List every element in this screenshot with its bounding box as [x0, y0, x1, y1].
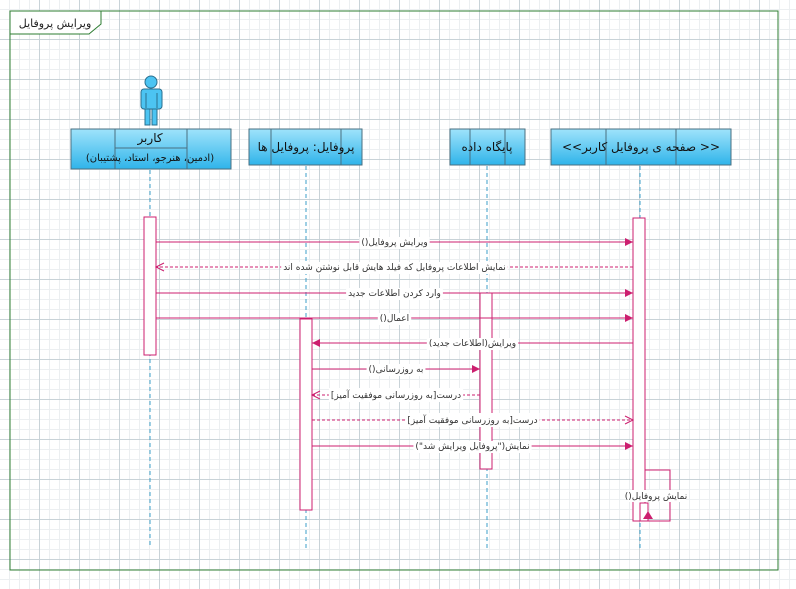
message-2-arrowhead: [154, 262, 165, 272]
message-3-arrowhead: [625, 289, 633, 297]
message-3-label-bg: [346, 288, 443, 300]
message-10-label-bg: [626, 490, 686, 502]
message-1[interactable]: ویرایش پروفایل(): [156, 237, 633, 249]
message-4[interactable]: اعمال(): [156, 313, 633, 325]
lifeline-db-title: پایگاه داده: [461, 140, 512, 154]
message-7-label-bg: [328, 388, 464, 402]
message-9-label: نمایش("پروفایل ویرایش شد"): [415, 442, 529, 452]
message-5-arrowhead: [312, 339, 320, 347]
lifeline-db-header[interactable]: پایگاه داده: [449, 128, 526, 166]
message-4-label: اعمال(): [380, 314, 409, 324]
message-6-arrowhead: [472, 365, 480, 373]
message-3-label: وارد کردن اطلاعات جدید: [348, 289, 441, 299]
activation-user: [143, 216, 157, 356]
message-10[interactable]: نمایش پروفایل(): [625, 469, 688, 522]
activation-page: [632, 217, 646, 522]
message-2-label-bg: [281, 262, 508, 274]
diagram-frame: [9, 10, 779, 571]
message-9-label-bg: [413, 441, 532, 453]
message-8-label-bg: [405, 413, 540, 427]
message-7-label: درست[به روزرسانی موفقیت آمیز]: [331, 389, 461, 401]
lifeline-user-header[interactable]: کاربر (ادمین، هنرجو، استاد، پشتیبان): [70, 128, 232, 170]
message-8-arrowhead: [624, 415, 635, 425]
message-2-label: نمایش اطلاعات پروفایل که فیلد هایش قابل …: [283, 263, 506, 273]
frame-title-tab: [9, 10, 102, 35]
lifeline-page-header[interactable]: << صفحه ی پروفایل کاربر>>: [550, 128, 732, 166]
message-1-label-bg: [359, 237, 430, 249]
message-8-label: درست[به روزرسانی موفقیت آمیز]: [407, 414, 537, 426]
message-6-label: به روزرسانی(): [369, 365, 424, 375]
message-5-label: ویرایش(اطلاعات جدید): [429, 339, 516, 349]
message-10-label: نمایش پروفایل(): [625, 492, 688, 502]
actor-user-icon: [140, 75, 163, 126]
message-5[interactable]: ویرایش(اطلاعات جدید): [312, 338, 633, 350]
message-9-arrowhead: [625, 442, 633, 450]
lifeline-profiles-title: پروفایل: پروفایل ها: [258, 140, 355, 155]
message-6[interactable]: به روزرسانی(): [312, 364, 480, 376]
message-2[interactable]: نمایش اطلاعات پروفایل که فیلد هایش قابل …: [154, 262, 633, 274]
message-7-arrowhead: [310, 390, 321, 400]
message-5-label-bg: [426, 338, 519, 350]
message-6-label-bg: [366, 364, 426, 376]
lifeline-user-title: کاربر: [136, 131, 162, 146]
frame-title: ویرایش پروفایل: [19, 17, 92, 30]
message-9[interactable]: نمایش("پروفایل ویرایش شد"): [312, 441, 633, 453]
message-4-label-bg: [377, 313, 412, 325]
lifeline-user-subtitle: (ادمین، هنرجو، استاد، پشتیبان): [86, 153, 214, 164]
message-4-arrowhead: [625, 314, 633, 322]
lifeline-profiles-header[interactable]: پروفایل: پروفایل ها: [248, 128, 363, 166]
message-1-label: ویرایش پروفایل(): [361, 238, 427, 248]
message-3[interactable]: وارد کردن اطلاعات جدید: [156, 288, 633, 300]
messages-group: ویرایش پروفایل() نمایش اطلاعات پروفایل که…: [154, 237, 688, 522]
message-8[interactable]: درست[به روزرسانی موفقیت آمیز]: [312, 413, 635, 427]
message-7[interactable]: درست[به روزرسانی موفقیت آمیز]: [310, 388, 480, 402]
lifeline-page-title: << صفحه ی پروفایل کاربر>>: [562, 140, 720, 155]
message-10-arrowhead: [643, 511, 653, 519]
activation-profiles: [299, 318, 313, 511]
message-1-arrowhead: [625, 238, 633, 246]
